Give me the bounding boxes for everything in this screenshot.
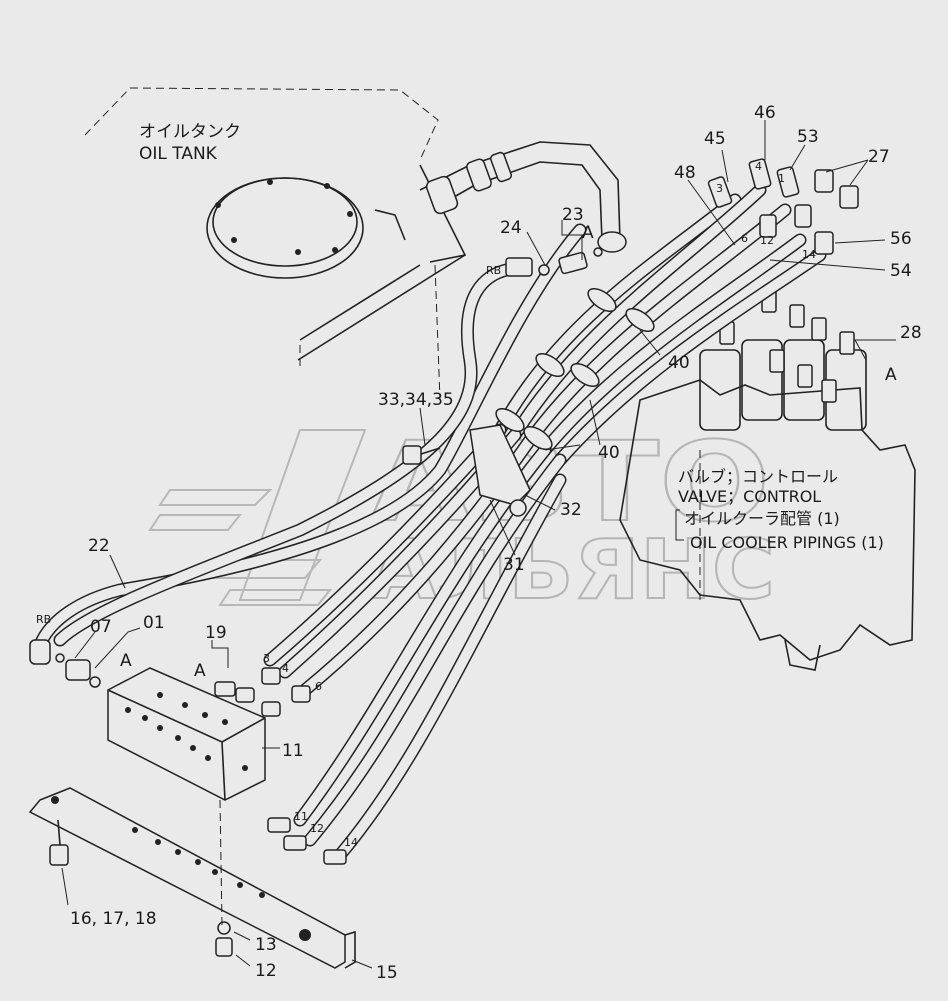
valve-sub-en: OIL COOLER PIPINGS (1)	[690, 533, 884, 552]
callout-23: 23	[562, 205, 584, 225]
hose-tag-3-top: 3	[716, 182, 723, 195]
tank-cover-bolts	[215, 179, 353, 255]
callout-56: 56	[890, 229, 912, 249]
callout-40a: 40	[668, 353, 690, 373]
hose-tag-6-top: 6	[741, 232, 748, 245]
callout-13: 13	[255, 935, 277, 955]
callout-45: 45	[704, 129, 726, 149]
callout-07: 07	[90, 617, 112, 637]
hose-tag-4-top: 4	[755, 160, 762, 173]
callout-a-top: A	[582, 223, 594, 243]
valve-sub-jp: オイルクーラ配管 (1)	[684, 509, 840, 528]
control-valve	[619, 289, 916, 671]
hose-bundle	[33, 183, 827, 862]
manifold-ports	[125, 692, 248, 771]
callout-11: 11	[282, 741, 304, 761]
callout-01: 01	[143, 613, 165, 633]
hose-tag-11-bottom: 11	[294, 810, 308, 823]
callout-48: 48	[674, 163, 696, 183]
oil-tank-label-jp: オイルタンク	[139, 122, 241, 142]
hose-tag-3-bottom: 3	[263, 652, 270, 665]
upper-fittings	[505, 158, 859, 277]
hose-tag-1-top: 1	[778, 172, 785, 185]
callout-24: 24	[500, 218, 522, 238]
callout-27: 27	[868, 147, 890, 167]
callout-40b: 40	[598, 443, 620, 463]
callout-22: 22	[88, 536, 110, 556]
callout-54: 54	[890, 261, 912, 281]
callouts: 46 45 53 27 48 23 24 A RB 56 54 28 A 40 …	[36, 103, 922, 983]
hose-tag-4-bottom: 4	[282, 662, 289, 675]
oil-tank	[84, 87, 627, 401]
valve-label-en: VALVE；CONTROL	[678, 487, 821, 506]
valve-label-jp: バルブ；コントロール	[678, 467, 838, 486]
hose-tags: 3 4 1 6 12 14 3 4 6 11 12 14	[263, 160, 816, 849]
callout-28: 28	[900, 323, 922, 343]
hose-tag-6-bottom: 6	[315, 680, 322, 693]
hose-tag-14-bottom: 14	[344, 836, 358, 849]
callout-46: 46	[754, 103, 776, 123]
bracket-holes	[51, 796, 311, 941]
callout-a-left: A	[120, 651, 132, 671]
callout-31: 31	[503, 555, 525, 575]
hose-tag-12-bottom: 12	[310, 822, 324, 835]
callout-a-right: A	[885, 365, 897, 385]
callout-53: 53	[797, 127, 819, 147]
callout-32: 32	[560, 500, 582, 520]
valve-fittings	[719, 289, 855, 403]
callout-33-34-35: 33,34,35	[378, 390, 454, 410]
hose-tag-14-top: 14	[802, 248, 816, 261]
oil-tank-label-en: OIL TANK	[139, 144, 218, 164]
callout-15: 15	[376, 963, 398, 983]
watermark: АВТО АЛЬЯНС	[148, 417, 776, 619]
callout-rb-top: RB	[486, 264, 501, 277]
callout-16-17-18: 16, 17, 18	[70, 909, 157, 929]
callout-a-mid: A	[194, 661, 206, 681]
leader-lines	[61, 120, 896, 969]
callout-19: 19	[205, 623, 227, 643]
callout-12: 12	[255, 961, 277, 981]
mounting-bracket	[28, 787, 356, 969]
bolt-33	[402, 445, 441, 465]
manifold-block	[29, 639, 347, 865]
callout-rb-left: RB	[36, 613, 51, 626]
hose-tag-12-top: 12	[760, 234, 774, 247]
